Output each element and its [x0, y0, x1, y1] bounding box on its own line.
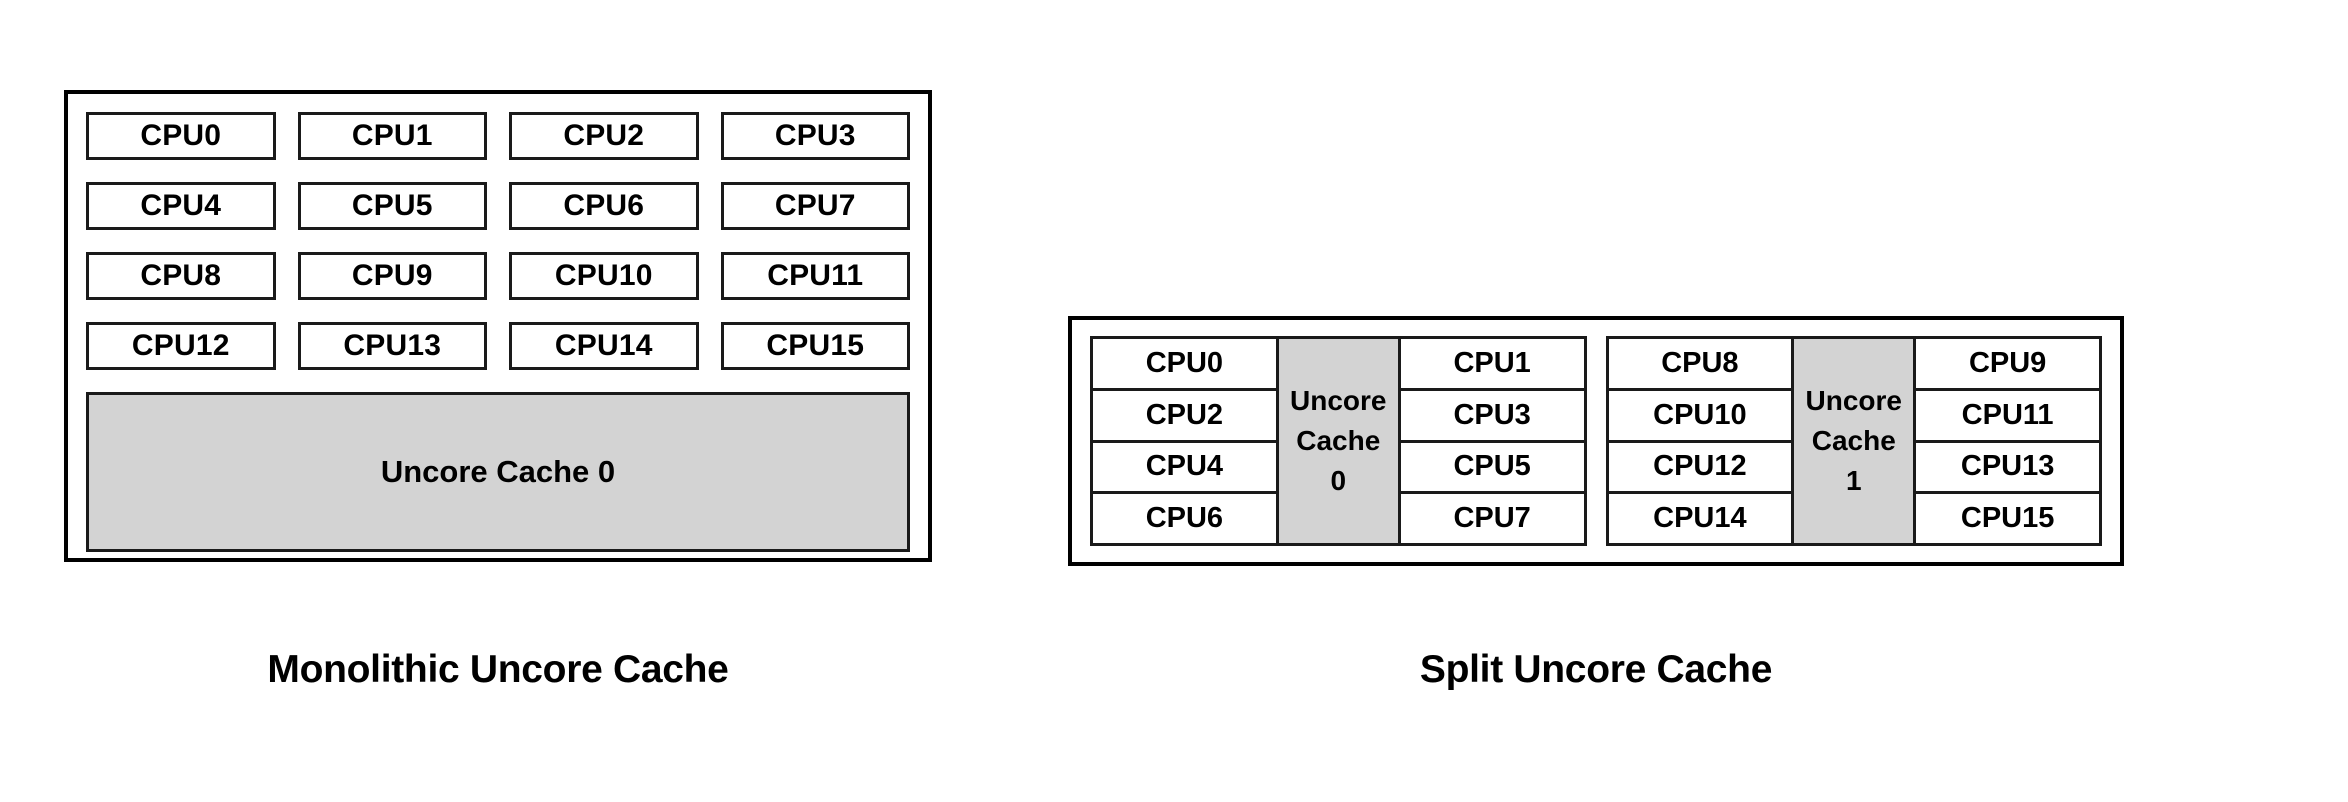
uncore-cache-line-1: Uncore: [1805, 385, 1902, 417]
cpu-box: CPU1: [1400, 339, 1584, 391]
uncore-cache-index: 0: [1330, 464, 1347, 496]
cpu-box: CPU5: [297, 182, 487, 230]
monolithic-cpu-grid: CPU0 CPU1 CPU2 CPU3 CPU4 CPU5 CPU6 CPU7 …: [86, 112, 910, 370]
cpu-box: CPU13: [1916, 442, 2099, 495]
split-package-outline: CPU0 CPU2 CPU4 CPU6 Uncore Cache 0 CPU1 …: [1068, 316, 2124, 566]
cpu-box: CPU14: [509, 322, 699, 370]
cpu-box: CPU15: [1916, 494, 2099, 543]
uncore-cache-line-2: Cache: [1811, 425, 1896, 457]
uncore-cache-block: Uncore Cache 0: [1275, 339, 1401, 543]
split-group: CPU0 CPU2 CPU4 CPU6 Uncore Cache 0 CPU1 …: [1090, 336, 1587, 546]
cpu-box: CPU3: [720, 112, 910, 160]
split-caption: Split Uncore Cache: [1419, 648, 1773, 691]
cpu-box: CPU11: [720, 252, 910, 300]
cpu-box: CPU6: [509, 182, 699, 230]
monolithic-package-outline: CPU0 CPU1 CPU2 CPU3 CPU4 CPU5 CPU6 CPU7 …: [64, 90, 932, 562]
uncore-cache-block: Uncore Cache 1: [1791, 339, 1917, 543]
cpu-column-left: CPU8 CPU10 CPU12 CPU14: [1608, 339, 1792, 543]
cpu-box: CPU11: [1916, 390, 2099, 443]
cpu-column-left: CPU0 CPU2 CPU4 CPU6: [1093, 339, 1276, 543]
cpu-box: CPU12: [86, 322, 276, 370]
cpu-box: CPU2: [509, 112, 699, 160]
split-group: CPU8 CPU10 CPU12 CPU14 Uncore Cache 1 CP…: [1605, 336, 2102, 546]
cpu-box: CPU2: [1093, 390, 1276, 443]
cpu-box: CPU14: [1608, 494, 1792, 543]
cpu-column-right: CPU9 CPU11 CPU13 CPU15: [1916, 339, 2099, 543]
cpu-box: CPU9: [297, 252, 487, 300]
cpu-box: CPU13: [297, 322, 487, 370]
cpu-box: CPU1: [297, 112, 487, 160]
cpu-box: CPU9: [1916, 339, 2099, 391]
cpu-box: CPU12: [1608, 442, 1792, 495]
cpu-box: CPU7: [720, 182, 910, 230]
uncore-cache-block: Uncore Cache 0: [86, 392, 910, 552]
cpu-box: CPU3: [1400, 390, 1584, 443]
cpu-box: CPU0: [1093, 339, 1276, 391]
cpu-box: CPU7: [1400, 494, 1584, 543]
cpu-box: CPU0: [86, 112, 276, 160]
uncore-cache-line-2: Cache: [1296, 425, 1381, 457]
cpu-column-right: CPU1 CPU3 CPU5 CPU7: [1400, 339, 1584, 543]
cpu-box: CPU15: [720, 322, 910, 370]
monolithic-caption: Monolithic Uncore Cache: [267, 648, 729, 691]
cpu-box: CPU5: [1400, 442, 1584, 495]
split-uncore-cache-diagram: CPU0 CPU2 CPU4 CPU6 Uncore Cache 0 CPU1 …: [1068, 316, 2124, 566]
cpu-box: CPU4: [86, 182, 276, 230]
monolithic-uncore-cache-diagram: CPU0 CPU1 CPU2 CPU3 CPU4 CPU5 CPU6 CPU7 …: [64, 90, 932, 562]
cpu-box: CPU8: [86, 252, 276, 300]
cpu-box: CPU4: [1093, 442, 1276, 495]
cpu-box: CPU10: [1608, 390, 1792, 443]
uncore-cache-index: 1: [1845, 464, 1862, 496]
uncore-cache-line-1: Uncore: [1290, 385, 1387, 417]
cpu-box: CPU8: [1608, 339, 1792, 391]
cpu-box: CPU10: [509, 252, 699, 300]
cpu-box: CPU6: [1093, 494, 1276, 543]
